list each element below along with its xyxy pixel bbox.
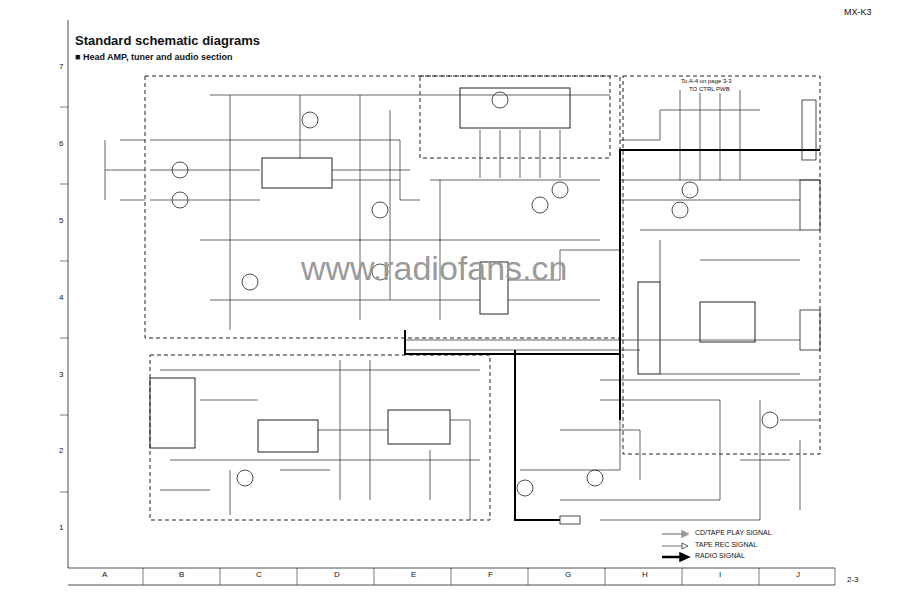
grid-col: J <box>795 571 801 580</box>
connector-note: TO CTRL PWB <box>688 86 731 93</box>
grid-row: 5 <box>58 217 64 226</box>
grid-col: B <box>178 571 185 580</box>
grid-col: A <box>101 571 108 580</box>
grid-col: D <box>333 571 341 580</box>
page-title: Standard schematic diagrams <box>74 34 261 48</box>
grid-col: I <box>718 571 722 580</box>
grid-row: 3 <box>58 371 64 380</box>
watermark: www.radiofans.cn <box>300 250 568 287</box>
grid-row: 7 <box>58 63 64 72</box>
legend-text: CD/TAPE PLAY SIGNAL <box>694 529 773 537</box>
grid-col: F <box>487 571 494 580</box>
connector-note: To A-4 on page 3-3 <box>680 78 733 85</box>
section-heading: ■ Head AMP, tuner and audio section <box>74 53 233 63</box>
grid-row: 4 <box>58 294 64 303</box>
grid-row: 1 <box>58 524 64 533</box>
grid-row: 6 <box>58 140 64 149</box>
grid-col: E <box>410 571 417 580</box>
page-model: MX-K3 <box>843 8 873 18</box>
grid-row: 2 <box>58 447 64 456</box>
page-number: 2-3 <box>846 576 860 585</box>
grid-col: G <box>564 571 572 580</box>
grid-col: C <box>255 571 263 580</box>
legend-text: RADIO SIGNAL <box>694 552 746 560</box>
legend-text: TAPE REC SIGNAL <box>694 541 758 549</box>
grid-col: H <box>641 571 649 580</box>
